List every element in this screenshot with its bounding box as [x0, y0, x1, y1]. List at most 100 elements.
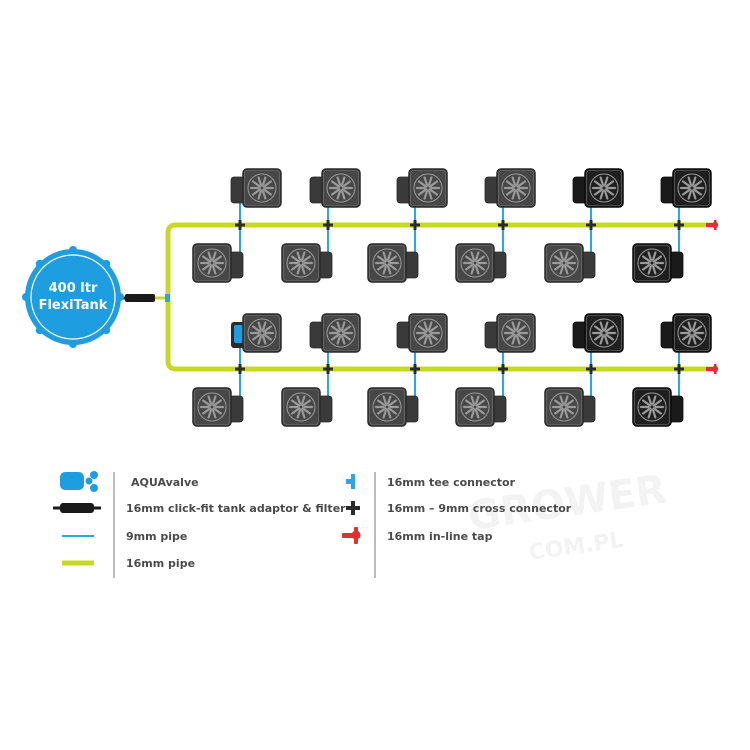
- pot-body: [321, 313, 361, 353]
- plant-pot: [230, 168, 282, 208]
- pot-spoke: [563, 409, 569, 419]
- pot-center: [513, 330, 519, 336]
- pot-rim: [194, 389, 230, 425]
- pot-rim: [546, 245, 582, 281]
- pot-spoke: [682, 325, 691, 333]
- pot-spoke: [465, 399, 474, 407]
- pot-spoke: [651, 265, 657, 275]
- legend-label-tank-adaptor: 16mm click-fit tank adaptor & filter: [126, 502, 346, 515]
- plant-pot: [632, 243, 684, 283]
- plant-pot: [572, 313, 624, 353]
- pot-spoke: [506, 188, 515, 196]
- pot-spoke: [336, 190, 342, 200]
- pot-spoke: [207, 395, 213, 405]
- pot-spoke: [296, 251, 302, 261]
- pot-spoke: [213, 255, 222, 263]
- pot-spoke: [603, 321, 609, 331]
- tank-circle: [25, 249, 121, 345]
- pot-spoke: [642, 399, 651, 407]
- pot-center: [601, 185, 607, 191]
- pot-spoke: [291, 255, 300, 263]
- pot-spoke: [429, 188, 438, 196]
- pot-spoke: [653, 407, 662, 415]
- pot-rim: [586, 170, 622, 206]
- pot-spoke: [465, 263, 474, 271]
- pot-spoke: [300, 395, 306, 405]
- pot-center: [259, 330, 265, 336]
- pot-drain-ring: [637, 248, 667, 278]
- pot-spoke: [603, 190, 609, 200]
- aquavalve-icon: [60, 471, 98, 492]
- pot-center: [384, 404, 390, 410]
- pot-body: [192, 243, 232, 283]
- pot-center: [601, 330, 607, 336]
- pot-spoke: [642, 407, 651, 415]
- pot-rim: [410, 315, 446, 351]
- pot-spoke: [517, 188, 526, 196]
- pot-body: [455, 387, 495, 427]
- pot-center: [513, 185, 519, 191]
- pot-spoke: [554, 399, 563, 407]
- pot-body: [242, 168, 282, 208]
- pot-spoke: [257, 335, 263, 345]
- pot-spoke: [511, 321, 517, 331]
- aquavalve-icon: [234, 325, 243, 343]
- pot-spoke: [511, 190, 517, 200]
- pot-drain-ring: [413, 318, 443, 348]
- pot-spoke: [388, 263, 397, 271]
- pot-rim: [323, 170, 359, 206]
- pot-spoke: [207, 409, 213, 419]
- watermark-line2: COM.PL: [527, 528, 625, 566]
- pot-spoke: [693, 188, 702, 196]
- pot-spoke: [427, 176, 433, 186]
- pot-spoke: [594, 180, 603, 188]
- pot-drain-ring: [326, 318, 356, 348]
- pot-spoke: [331, 333, 340, 341]
- plant-pot: [309, 168, 361, 208]
- pot-spoke: [291, 399, 300, 407]
- pot-spoke: [423, 190, 429, 200]
- pot-body: [544, 387, 584, 427]
- pot-spoke: [427, 335, 433, 345]
- pot-spoke: [474, 251, 480, 261]
- tank-label-line1: 400 ltr: [49, 281, 98, 296]
- plant-pot: [231, 313, 282, 353]
- pot-spoke: [202, 407, 211, 415]
- pot-spoke: [605, 188, 614, 196]
- pot-spoke: [470, 251, 476, 261]
- pot-center: [209, 404, 215, 410]
- pot-body: [281, 243, 321, 283]
- pot-spoke: [474, 409, 480, 419]
- pot-drain-ring: [372, 392, 402, 422]
- legend-label-16mm-pipe: 16mm pipe: [126, 557, 195, 570]
- pot-spoke: [515, 321, 521, 331]
- pot-drain-ring: [589, 173, 619, 203]
- plant-pot: [455, 387, 507, 427]
- pot-spoke: [653, 399, 662, 407]
- pot-spoke: [565, 407, 574, 415]
- pot-rim: [283, 245, 319, 281]
- pot-spoke: [565, 399, 574, 407]
- tee-connector: [165, 294, 170, 302]
- pot-spoke: [429, 333, 438, 341]
- pot-spoke: [647, 395, 653, 405]
- pot-rim: [410, 170, 446, 206]
- pot-spoke: [682, 333, 691, 341]
- pot-spoke: [474, 395, 480, 405]
- plant-pot: [367, 243, 419, 283]
- pot-body: [672, 168, 712, 208]
- pot-spoke: [207, 251, 213, 261]
- pot-spoke: [382, 265, 388, 275]
- pot-spoke: [263, 180, 272, 188]
- plant-pot: [484, 313, 536, 353]
- pot-spoke: [300, 409, 306, 419]
- cross-connector-icon: [346, 501, 360, 515]
- pot-spoke: [382, 251, 388, 261]
- pot-spoke: [470, 395, 476, 405]
- pot-body: [408, 313, 448, 353]
- pot-spoke: [300, 251, 306, 261]
- legend-label-tee-connector: 16mm tee connector: [387, 476, 516, 489]
- pot-spoke: [687, 335, 693, 345]
- cross-connector: [235, 367, 245, 371]
